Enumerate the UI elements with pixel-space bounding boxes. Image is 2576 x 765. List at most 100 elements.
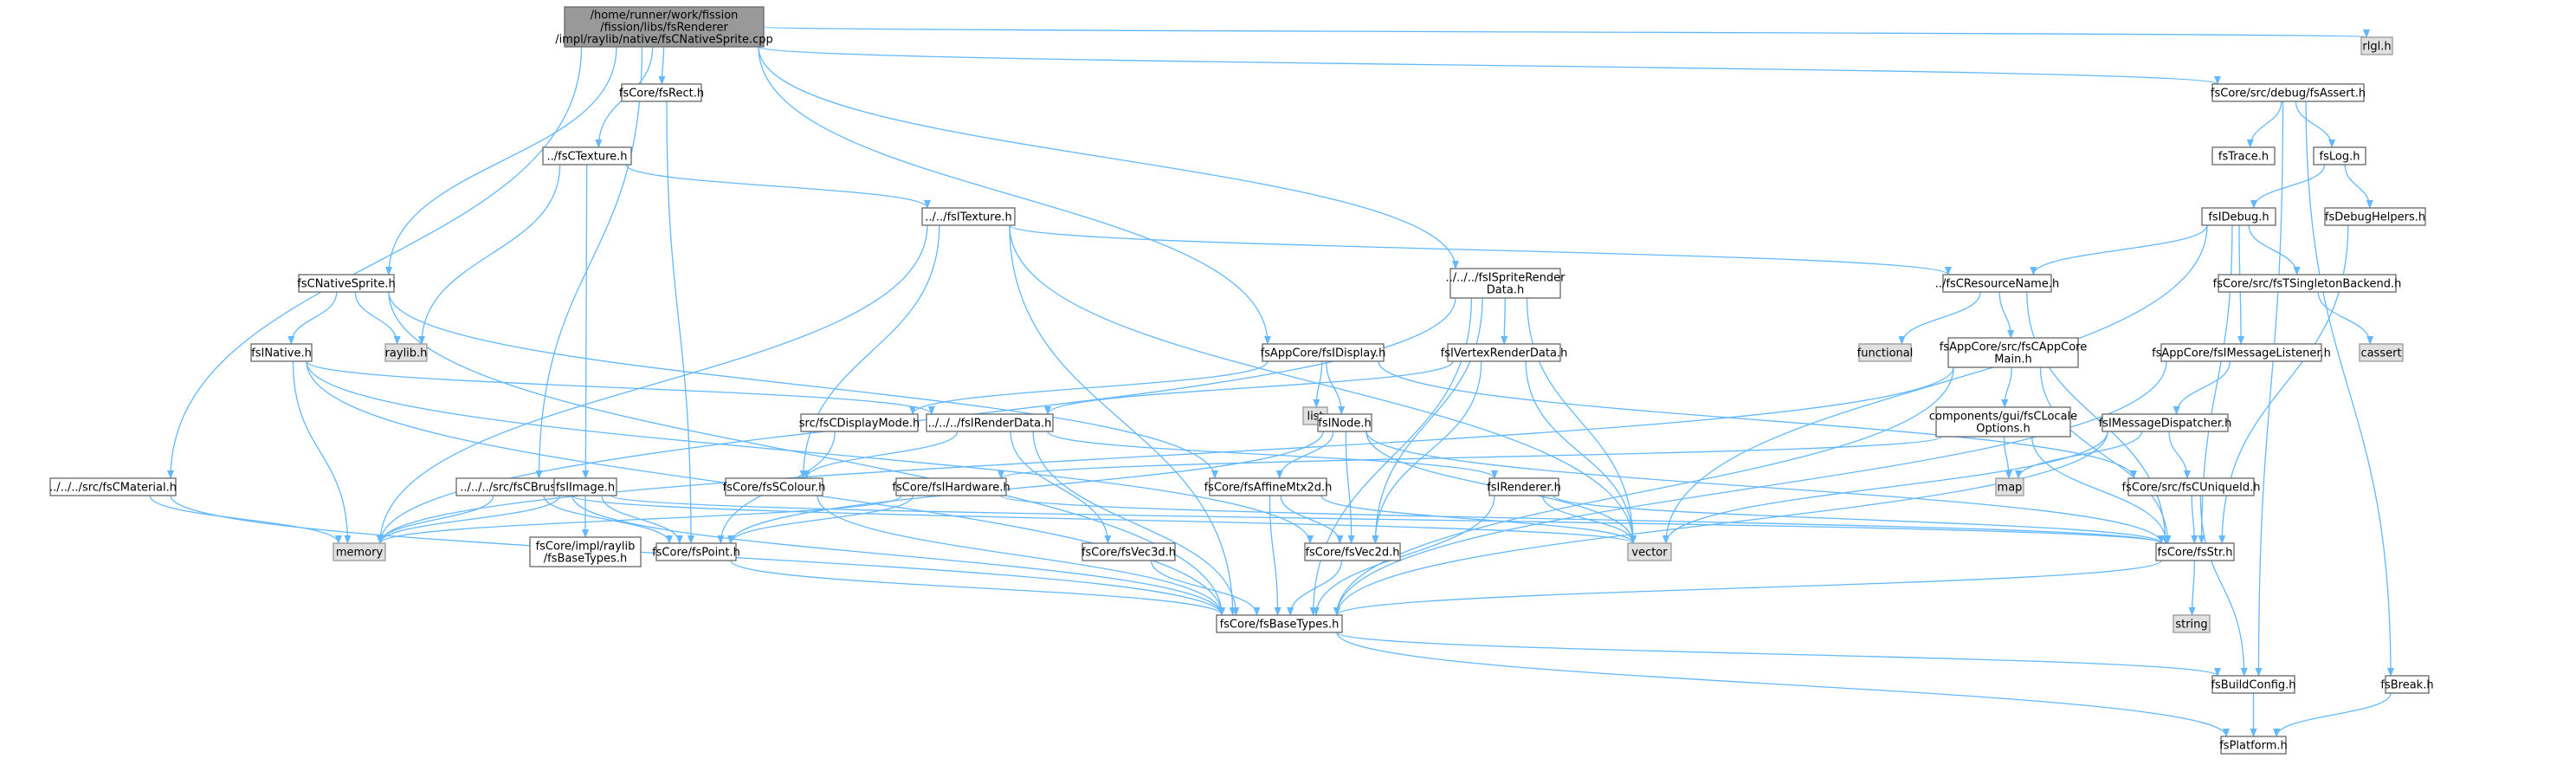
edge-clocale-to-fsstr xyxy=(2031,436,2170,544)
node-irenderdata[interactable]: ../../../fsIRenderData.h xyxy=(926,413,1054,432)
node-label: fsCore/src/debug/fsAssert.h xyxy=(2211,88,2366,100)
node-box xyxy=(1627,542,1672,561)
node-ctexture[interactable]: ../fsCTexture.h xyxy=(542,146,632,165)
edge-line xyxy=(1333,360,2167,616)
edge-imsglistener-to-basetypes xyxy=(1333,360,2167,616)
edge-iimage-to-fsstr xyxy=(610,495,2165,544)
node-vec2d[interactable]: fsCore/fsVec2d.h xyxy=(1304,542,1401,561)
node-label: ../fsCResourceName.h xyxy=(1935,278,2059,291)
edge-iimage-to-memory xyxy=(377,495,560,544)
edge-debug-to-resname xyxy=(2030,224,2208,276)
edge-ctexture-to-itexture xyxy=(625,164,931,209)
edge-imsgdispatcher-to-basetypes xyxy=(1333,431,2108,616)
edge-line xyxy=(1501,297,1508,345)
node-cdisplaymode[interactable]: src/fsCDisplayMode.h xyxy=(799,413,920,432)
edge-line xyxy=(2317,291,2374,345)
node-imsgdispatcher[interactable]: fsIMessageDispatcher.h xyxy=(2099,413,2232,432)
edge-line xyxy=(1526,297,1637,544)
node-box xyxy=(1488,477,1559,496)
edges xyxy=(149,26,2394,737)
node-resname[interactable]: ../fsCResourceName.h xyxy=(1935,274,2059,293)
edge-vertexrender-to-vector xyxy=(1525,360,1637,544)
edge-line xyxy=(803,431,959,479)
node-vec3d[interactable]: fsCore/fsVec3d.h xyxy=(1081,542,1176,561)
edge-line xyxy=(1287,560,1342,616)
node-string: string xyxy=(2172,614,2211,633)
edge-line xyxy=(997,436,1942,479)
node-inative[interactable]: fsINative.h xyxy=(250,343,313,362)
node-box xyxy=(1262,343,1385,362)
node-label: fsCore/fsSColour.h xyxy=(723,482,826,495)
node-trace[interactable]: fsTrace.h xyxy=(2211,146,2276,165)
node-label: fsCore/fsVec2d.h xyxy=(1305,547,1399,560)
node-root[interactable]: /home/runner/work/fission/fission/libs/f… xyxy=(555,6,773,48)
edge-basetypes-to-buildconfig xyxy=(1336,632,2221,677)
node-box xyxy=(553,477,617,496)
node-imsglistener[interactable]: fsAppCore/fsIMessageListener.h xyxy=(2152,343,2331,362)
node-box xyxy=(2101,413,2229,432)
node-label: ../../../fsIRenderData.h xyxy=(928,418,1052,431)
edge-line xyxy=(167,46,583,479)
node-rect[interactable]: fsCore/fsRect.h xyxy=(619,83,704,102)
node-implbase[interactable]: fsCore/impl/raylib/fsBaseTypes.h xyxy=(529,536,642,567)
node-label: fsINode.h xyxy=(1318,418,1371,431)
edge-imsglistener-to-imsgdispatcher xyxy=(2172,360,2231,415)
edge-line xyxy=(1275,431,1334,479)
node-debughelpers[interactable]: fsDebugHelpers.h xyxy=(2324,207,2426,226)
node-buildconfig[interactable]: fsBuildConfig.h xyxy=(2211,675,2296,694)
edge-cnativesprite-to-affine xyxy=(388,291,1218,479)
edge-line xyxy=(1998,291,2015,339)
node-debug[interactable]: fsIDebug.h xyxy=(2201,207,2276,226)
node-cnativesprite[interactable]: fsCNativeSprite.h xyxy=(297,274,396,293)
edge-debug-to-tsingleton xyxy=(2248,224,2301,276)
node-cbrush[interactable]: ../../../src/fsCBrush.h xyxy=(455,477,578,496)
edge-line xyxy=(727,495,914,544)
node-label: fsAppCore/fsIMessageListener.h xyxy=(2152,347,2331,360)
node-label: fsCore/fsVec3d.h xyxy=(1081,547,1176,560)
node-idisplay[interactable]: fsAppCore/fsIDisplay.h xyxy=(1261,343,1386,362)
node-box xyxy=(1081,542,1176,561)
node-platform[interactable]: fsPlatform.h xyxy=(2219,736,2288,755)
node-cuniqueid[interactable]: fsCore/src/fsCUniqueId.h xyxy=(2122,477,2261,496)
node-tsingleton[interactable]: fsCore/src/fsTSingletonBackend.h xyxy=(2213,274,2402,293)
node-itexture[interactable]: ../../fsITexture.h xyxy=(921,207,1016,226)
node-point[interactable]: fsCore/fsPoint.h xyxy=(652,542,740,561)
node-cmaterial[interactable]: ../../../src/fsCMaterial.h xyxy=(49,477,177,496)
node-break[interactable]: fsBreak.h xyxy=(2380,675,2434,694)
node-label: cassert xyxy=(2360,347,2401,360)
node-vertexrender[interactable]: fsIVertexRenderData.h xyxy=(1441,343,1568,362)
edge-itexture-to-resname xyxy=(1009,224,1952,276)
node-scolour[interactable]: fsCore/fsSColour.h xyxy=(723,477,826,496)
node-ihardware[interactable]: fsCore/fsIHardware.h xyxy=(892,477,1010,496)
edge-line xyxy=(1313,360,1323,408)
edge-line xyxy=(2199,495,2248,677)
node-box xyxy=(1942,274,2052,293)
node-irenderer[interactable]: fsIRenderer.h xyxy=(1487,477,1561,496)
node-label: fsCore/fsBaseTypes.h xyxy=(1220,619,1340,632)
node-log[interactable]: fsLog.h xyxy=(2313,146,2366,165)
edge-line xyxy=(287,291,338,345)
edge-inode-to-affine xyxy=(1275,431,1334,479)
edge-line xyxy=(1320,495,1637,544)
node-box xyxy=(1304,542,1401,561)
node-map: map xyxy=(1995,477,2024,496)
edge-line xyxy=(2026,291,2169,544)
node-affine[interactable]: fsCore/fsAffineMtx2d.h xyxy=(1204,477,1333,496)
edge-line xyxy=(1009,224,1952,276)
edge-line xyxy=(1326,360,1346,415)
node-iimage[interactable]: fsIImage.h xyxy=(553,477,617,496)
node-box xyxy=(655,542,737,561)
node-inode[interactable]: fsINode.h xyxy=(1317,413,1372,432)
edge-line xyxy=(1032,431,1240,616)
edge-clocale-to-ihardware xyxy=(997,436,1942,479)
node-label: Data.h xyxy=(1487,284,1524,297)
node-box xyxy=(2360,36,2393,55)
node-assert[interactable]: fsCore/src/debug/fsAssert.h xyxy=(2211,83,2366,102)
edge-cbrush-to-basetypes xyxy=(571,495,1225,616)
node-fsstr[interactable]: fsCore/fsStr.h xyxy=(2155,542,2235,561)
node-label: vector xyxy=(1631,547,1668,560)
node-basetypes[interactable]: fsCore/fsBaseTypes.h xyxy=(1216,614,1343,633)
